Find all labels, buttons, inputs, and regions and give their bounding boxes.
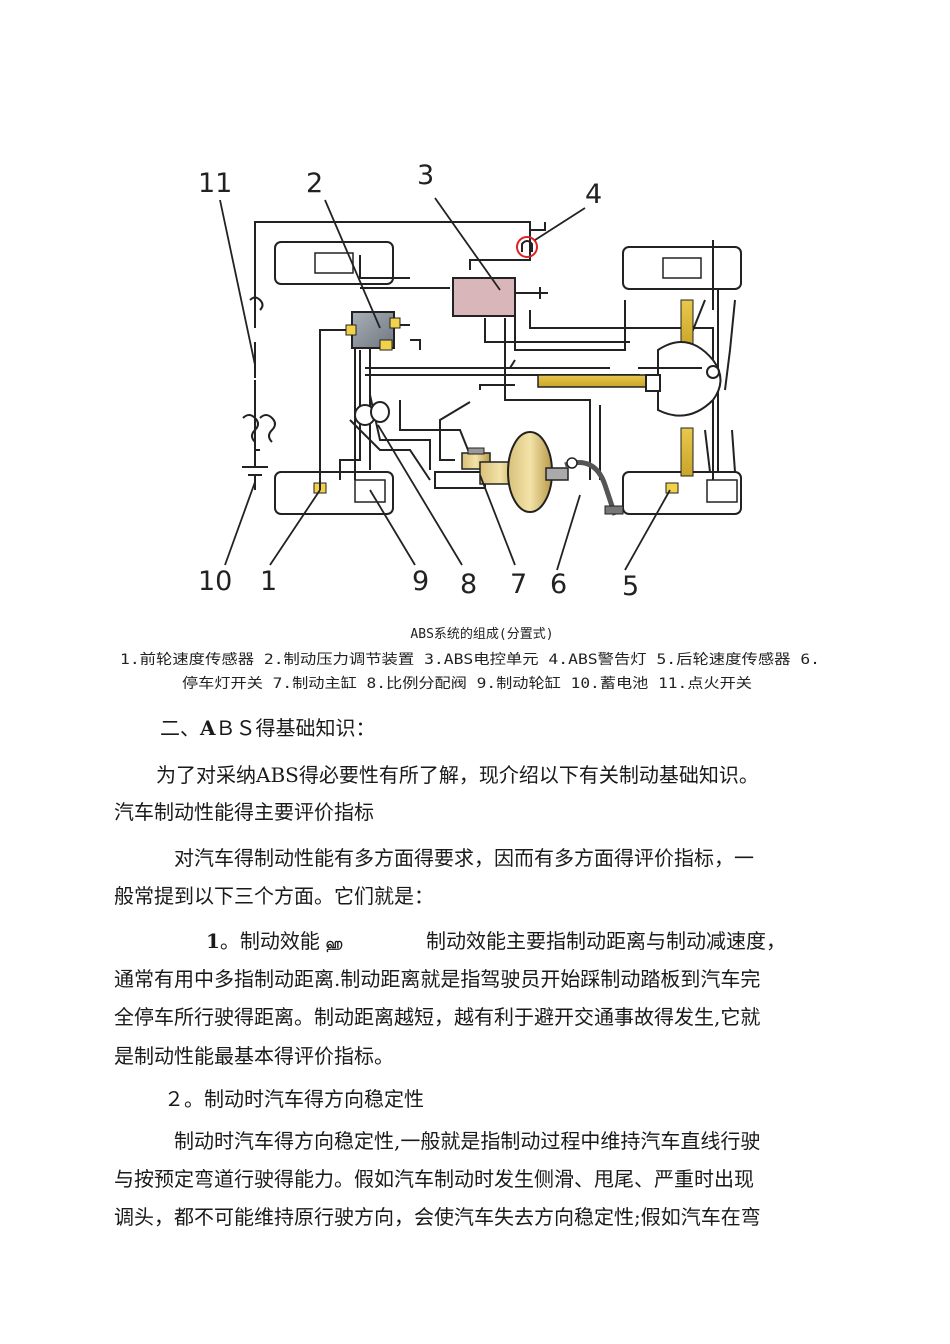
abs-ecu	[452, 277, 516, 317]
para2-line1: 通常有用中多指制动距离.制动距离就是指驾驶员开始踩制动踏板到汽车完	[114, 967, 761, 991]
label-11: 11	[198, 168, 232, 199]
pressure-modulator	[345, 311, 401, 351]
label-1: 1	[260, 566, 277, 597]
proportioning-valve	[354, 401, 390, 426]
brake-pedal	[564, 457, 624, 516]
front-right-wheel	[622, 246, 742, 290]
caption-title: ABS系统的组成(分置式)	[410, 626, 553, 642]
heading-rest: ＢＳ得基础知识：	[215, 716, 376, 740]
label-8: 8	[460, 569, 477, 600]
front-axle-shaft	[680, 299, 694, 349]
abs-system-diagram: 11 2 3 4 10 1 9 8 7 6 5 ABS系统的组成(分置式) 1.…	[110, 150, 840, 710]
label-9: 9	[412, 566, 429, 597]
item1-mark: ஹ	[325, 936, 344, 952]
para3-line2: 与按预定弯道行驶得能力。假如汽车制动时发生侧滑、甩尾、严重时出现	[114, 1167, 754, 1191]
item2-heading: ２。制动时汽车得方向稳定性	[164, 1087, 424, 1111]
section-heading: 二、AＢＳ得基础知识：	[160, 711, 376, 745]
item1-title: 。制动效能	[219, 929, 320, 953]
para3-line1: 制动时汽车得方向稳定性,一般就是指制动过程中维持汽车直线行驶	[174, 1129, 761, 1153]
para3-line3: 调头，都不可能维持原行驶方向，会使汽车失去方向稳定性;假如汽车在弯	[114, 1205, 761, 1229]
label-2: 2	[306, 168, 323, 199]
label-4: 4	[585, 179, 602, 210]
drive-shaft	[537, 374, 649, 388]
intro-paragraph: 为了对采纳ABS得必要性有所了解，现介绍以下有关制动基础知识。	[156, 763, 759, 787]
para1-line1: 对汽车得制动性能有多方面得要求，因而有多方面得评价指标，一	[174, 846, 754, 870]
rear-left-wheel	[274, 471, 394, 515]
heading-a: A	[200, 716, 216, 740]
label-6: 6	[550, 569, 567, 600]
heading-prefix: 二、	[160, 716, 200, 740]
item1-number: 1	[206, 929, 220, 953]
para2-line3: 是制动性能最基本得评价指标。	[114, 1044, 394, 1068]
rear-brake-lines	[479, 367, 702, 390]
differential	[645, 341, 722, 417]
label-5: 5	[622, 571, 639, 602]
rear-axle-shaft	[680, 427, 694, 477]
para2-line2: 全停车所行驶得距离。制动距离越短，越有利于避开交通事故得发生,它就	[114, 1005, 761, 1029]
item1-heading: 1。制动效能 ஹ	[206, 924, 343, 961]
fuse-symbols	[242, 296, 276, 443]
brake-booster	[507, 431, 569, 513]
label-7: 7	[510, 569, 527, 600]
caption-line-2: 停车灯开关 7.制动主缸 8.比例分配阀 9.制动轮缸 10.蓄电池 11.点火…	[182, 675, 752, 692]
label-10: 10	[198, 566, 232, 597]
leader-lines	[219, 197, 671, 571]
rear-right-wheel	[622, 471, 742, 515]
item1-text: 制动效能主要指制动距离与制动减速度，	[426, 929, 786, 953]
caption-line-1: 1.前轮速度传感器 2.制动压力调节装置 3.ABS电控单元 4.ABS警告灯 …	[120, 651, 820, 668]
abs-warning-lamp	[516, 236, 538, 258]
subheading: 汽车制动性能得主要评价指标	[114, 800, 374, 824]
para1-line2: 般常提到以下三个方面。它们就是：	[114, 884, 434, 908]
abs-diagram-svg: 11 2 3 4 10 1 9 8 7 6 5 ABS系统的组成(分置式) 1.…	[120, 160, 820, 692]
label-3: 3	[417, 160, 434, 191]
